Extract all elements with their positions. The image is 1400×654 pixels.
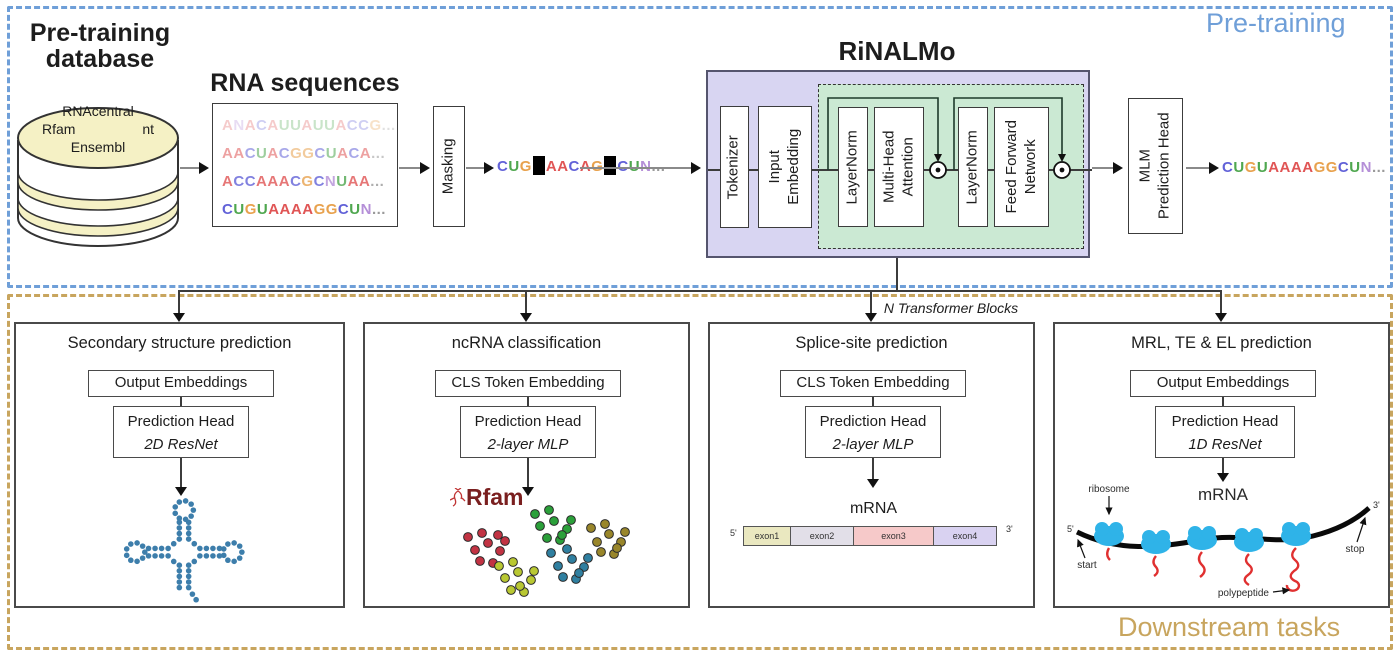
prediction-head-box: Prediction Head 2D ResNet — [113, 406, 249, 458]
ribosome-icon — [1187, 526, 1217, 550]
masking-box: Masking — [433, 106, 465, 227]
five-prime-label: 5' — [730, 528, 737, 538]
stop-label: stop — [1346, 544, 1365, 555]
pretraining-region — [7, 6, 1393, 288]
ribosome-icon — [1094, 522, 1124, 546]
rinalmo-title: RiNALMo — [838, 36, 956, 66]
database-title: Pre-training database — [29, 19, 171, 74]
connector — [527, 397, 529, 406]
mask-token — [532, 156, 545, 175]
prediction-head-box: Prediction Head 2-layer MLP — [805, 406, 941, 458]
mrna-label: mRNA — [1198, 485, 1249, 504]
arrow-mlm-to-output — [1186, 162, 1219, 174]
three-prime-label: 3' — [1006, 524, 1013, 534]
panel-mrl-te-el: MRL, TE & EL prediction Output Embedding… — [1053, 322, 1390, 608]
branch-arrow-2 — [520, 290, 532, 322]
layernorm1-box: LayerNorm — [838, 107, 868, 227]
ribosome-label: ribosome — [1088, 484, 1130, 495]
exon-segment: exon1 — [743, 526, 791, 546]
connector-arrow — [1217, 458, 1229, 482]
layernorm2-box: LayerNorm — [958, 107, 988, 227]
rna-sequences-box: ANACAUUAUUACCG... AACUACGGCUACA... ACCAA… — [212, 103, 398, 227]
tokenizer-box: Tokenizer — [720, 106, 749, 228]
database-sources: RNAcentral Rfam nt Ensembl — [42, 103, 154, 155]
tokenizer-label: Tokenizer — [725, 134, 743, 200]
prediction-head-box: Prediction Head 2-layer MLP — [460, 406, 596, 458]
branch-trunk — [896, 258, 898, 291]
exon-segment: exon3 — [853, 526, 934, 546]
branch-arrow-3 — [865, 290, 877, 322]
layernorm1-label: LayerNorm — [843, 129, 861, 205]
masked-sequence: CUGAACAGCUN... — [497, 156, 665, 175]
panel-title: Secondary structure prediction — [67, 334, 292, 352]
branch-bar — [179, 290, 1222, 292]
rna-sequence-row: AACUACGGCUACA... — [222, 145, 386, 162]
rna-secondary-structure-image — [123, 498, 245, 603]
panel-secondary-structure: Secondary structure prediction Output Em… — [14, 322, 345, 608]
output-embeddings-box: Output Embeddings — [1130, 370, 1316, 397]
arrow-rinalmo-to-mlm — [1092, 162, 1123, 174]
rfam-logo: Rfam — [449, 484, 524, 511]
branch-arrow-1 — [173, 290, 185, 322]
arrow-sequences-to-masking — [399, 162, 430, 174]
ribosome-icon — [1141, 530, 1171, 554]
panel-title: Splice-site prediction — [795, 334, 948, 352]
ncrna-clusters-image — [463, 505, 630, 597]
masking-label: Masking — [439, 138, 457, 195]
panel-title: MRL, TE & EL prediction — [1131, 334, 1312, 352]
ribosome-icon — [1234, 528, 1264, 552]
three-prime-label: 3' — [1373, 500, 1380, 510]
rfam-insect-icon — [449, 487, 466, 507]
exon-segment: exon4 — [933, 526, 997, 546]
cls-token-embedding-box: CLS Token Embedding — [435, 370, 621, 397]
mrna-label: mRNA — [849, 500, 898, 517]
output-sequence: CUGUAAAAGGCUN... — [1222, 159, 1386, 176]
output-embeddings-box: Output Embeddings — [88, 370, 274, 397]
downstream-label: Downstream tasks — [1118, 612, 1341, 642]
connector-arrow — [175, 458, 187, 496]
arrow-masked-to-rinalmo — [580, 162, 701, 174]
connector-arrow — [867, 458, 879, 488]
connector-arrow — [522, 458, 534, 496]
downstream-region — [7, 294, 1393, 650]
panel-title: ncRNA classification — [451, 334, 602, 352]
exon-segment: exon2 — [790, 526, 854, 546]
rna-sequence-row: ANACAUUAUUACCG... — [222, 117, 396, 134]
start-label: start — [1077, 560, 1097, 571]
arrow-masking-to-masked — [466, 162, 494, 174]
n-transformer-blocks-label: N Transformer Blocks — [883, 300, 1019, 316]
connector — [1222, 397, 1224, 406]
branch-arrow-4 — [1215, 290, 1227, 322]
prediction-head-box: Prediction Head 1D ResNet — [1155, 406, 1295, 458]
polypeptide-chains — [1106, 547, 1301, 592]
ribosome-mrna-image: ribosome mRNA 5' 3' — [1067, 484, 1380, 599]
polypeptide-label: polypeptide — [1218, 588, 1270, 599]
arrow-db-to-sequences — [180, 162, 209, 174]
connector — [872, 397, 874, 406]
mask-token — [604, 156, 617, 175]
cls-token-embedding-box: CLS Token Embedding — [780, 370, 966, 397]
panel-ncrna-classification: ncRNA classification CLS Token Embedding… — [363, 322, 690, 608]
ribosome-icon — [1281, 522, 1311, 546]
rna-sequence-row: CUGUAAAAGGCUN... — [222, 201, 386, 218]
layernorm2-label: LayerNorm — [963, 129, 981, 205]
rna-sequence-row: ACCAAACGCNUAA... — [222, 173, 385, 190]
five-prime-label: 5' — [1067, 524, 1074, 534]
pretraining-label: Pre-training — [1206, 8, 1346, 38]
database-cylinder-icon: RNAcentral Rfam nt Ensembl — [12, 80, 184, 257]
connector — [180, 397, 182, 406]
panel-splice-site: Splice-site prediction CLS Token Embeddi… — [708, 322, 1035, 608]
rna-sequences-title: RNA sequences — [210, 69, 400, 97]
